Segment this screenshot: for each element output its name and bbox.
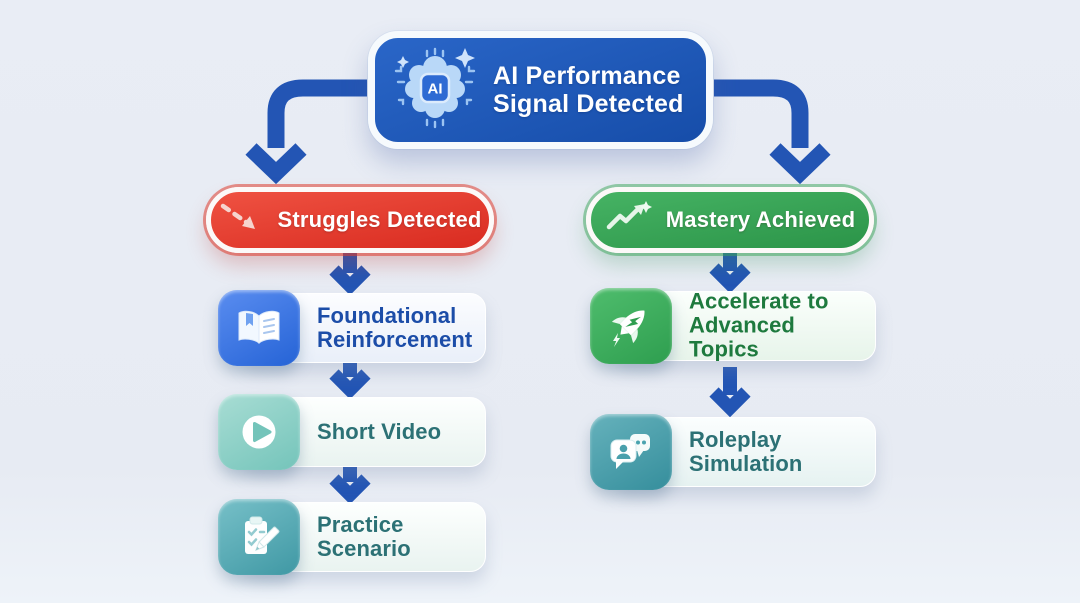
trend-down-arrow-icon — [218, 200, 264, 240]
root-node: AI AI Performance Signal Detected — [368, 31, 713, 149]
root-node-title: AI Performance Signal Detected — [493, 61, 684, 119]
trend-up-star-icon — [605, 200, 653, 240]
chat-bubbles-icon — [590, 414, 672, 490]
branch-label-mastery: Mastery Achieved — [665, 207, 856, 232]
rocket-icon — [590, 288, 672, 364]
play-icon — [218, 394, 300, 470]
step-label: Roleplay Simulation — [689, 426, 803, 476]
branch-arrow-left — [245, 79, 388, 185]
step-practice-scenario: Practice Scenario — [218, 499, 486, 575]
step-short-video: Short Video — [218, 394, 486, 470]
branch-arrow-right — [694, 79, 831, 185]
step-label: Foundational Reinforcement — [317, 302, 473, 352]
step-accelerate-advanced: Accelerate to Advanced Topics — [590, 288, 876, 364]
clipboard-pencil-icon — [218, 499, 300, 575]
branch-pill-struggles: Struggles Detected — [206, 187, 494, 253]
open-book-icon — [218, 290, 300, 366]
step-label: Practice Scenario — [317, 511, 411, 561]
step-roleplay-simulation: Roleplay Simulation — [590, 414, 876, 490]
step-label: Short Video — [317, 418, 442, 444]
step-label: Accelerate to Advanced Topics — [689, 288, 829, 363]
svg-text:AI: AI — [428, 80, 443, 97]
branch-pill-mastery: Mastery Achieved — [586, 187, 874, 253]
branch-label-struggles: Struggles Detected — [277, 207, 482, 232]
ai-brain-chip-icon: AI — [389, 42, 481, 139]
flow-arrow-mastery-2 — [714, 367, 746, 408]
step-foundational-reinforcement: Foundational Reinforcement — [218, 290, 486, 366]
